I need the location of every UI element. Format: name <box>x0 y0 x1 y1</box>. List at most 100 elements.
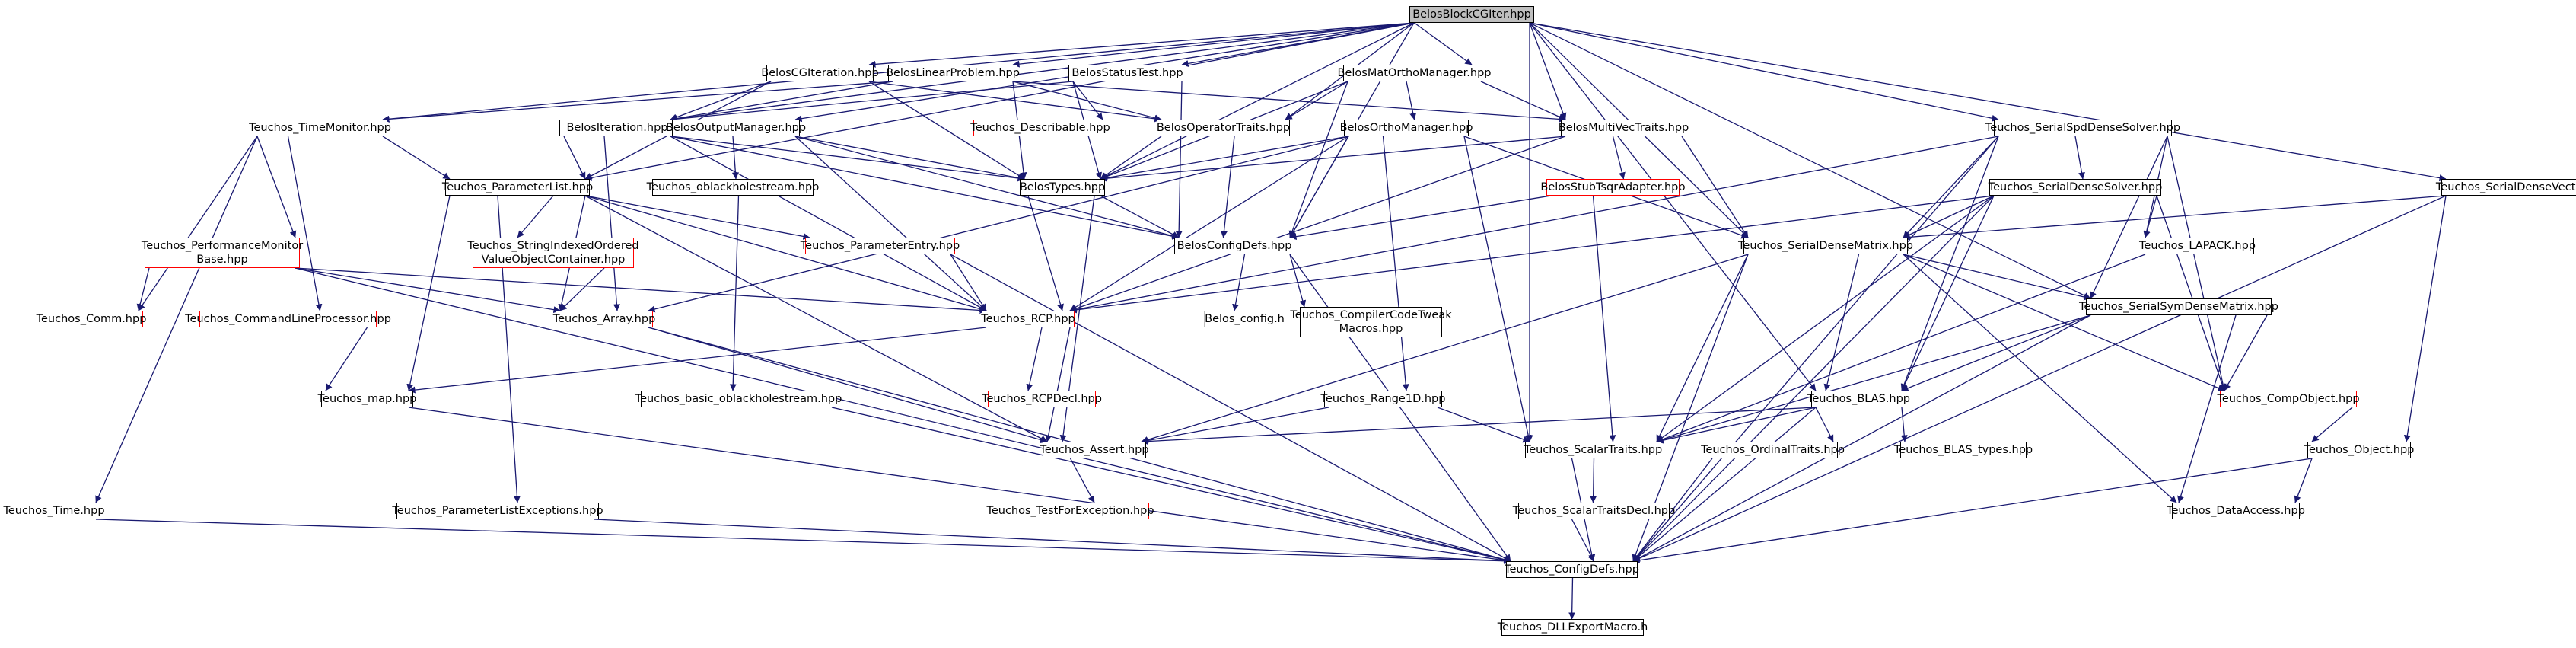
edge-root-to-cgiter <box>868 22 1415 68</box>
node-optraits[interactable]: BelosOperatorTraits.hpp <box>1157 120 1290 136</box>
node-paramentry[interactable]: Teuchos_ParameterEntry.hpp <box>801 238 960 254</box>
node-plexcept[interactable]: Teuchos_ParameterListExceptions.hpp <box>392 503 603 519</box>
edge-orthoman-to-rcp <box>1069 136 1349 311</box>
node-configdefs-t[interactable]: Teuchos_ConfigDefs.hpp <box>1505 561 1639 578</box>
edge-perfmon-to-comm <box>136 267 150 311</box>
edge-blas-to-blastypes <box>1900 407 1908 442</box>
edge-symdense-to-scalartraits <box>1656 314 2091 443</box>
node-cmdline[interactable]: Teuchos_CommandLineProcessor.hpp <box>185 311 391 327</box>
edge-stattest-to-iter <box>670 81 1074 123</box>
node-dsolver[interactable]: Teuchos_SerialDenseSolver.hpp <box>1989 179 2162 196</box>
edge-spdsolver-to-blas <box>1900 136 1999 391</box>
node-dvector[interactable]: Teuchos_SerialDenseVector.hpp <box>2436 179 2576 196</box>
node-range1d[interactable]: Teuchos_Range1D.hpp <box>1321 391 1445 407</box>
node-comm[interactable]: Teuchos_Comm.hpp <box>37 311 146 327</box>
edge-oblackstream-to-basicoblack <box>729 195 740 391</box>
edge-optraits-to-configdefs-b <box>1220 136 1235 238</box>
edge-linprob-to-mvtraits <box>1012 81 1566 123</box>
edge-types-to-configdefs-b <box>1100 195 1180 238</box>
node-spdsolver[interactable]: Teuchos_SerialSpdDenseSolver.hpp <box>1985 120 2180 136</box>
node-configdefs-b[interactable]: BelosConfigDefs.hpp <box>1174 238 1294 254</box>
edge-mvtraits-to-types <box>1100 136 1566 182</box>
edge-dmatrix-to-asrt <box>1141 254 1749 443</box>
node-dmatrix[interactable]: Teuchos_SerialDenseMatrix.hpp <box>1738 238 1913 254</box>
node-blas[interactable]: Teuchos_BLAS.hpp <box>1807 391 1910 407</box>
node-ordinaltraits[interactable]: Teuchos_OrdinalTraits.hpp <box>1701 442 1845 458</box>
edge-object-to-dataaccess <box>2294 458 2313 503</box>
node-basicoblack[interactable]: Teuchos_basic_oblackholestream.hpp <box>635 391 842 407</box>
edge-blas-to-configdefs-t <box>1632 407 1817 562</box>
edge-plist-to-paramentry <box>584 195 810 240</box>
node-cgiter[interactable]: BelosCGIteration.hpp <box>761 65 879 81</box>
node-symdense[interactable]: Teuchos_SerialSymDenseMatrix.hpp <box>2079 298 2278 315</box>
edge-orthoman-to-types <box>1100 136 1349 181</box>
node-mvtraits[interactable]: BelosMultiVecTraits.hpp <box>1559 120 1689 136</box>
node-strindexed[interactable]: Teuchos_StringIndexedOrdered ValueObject… <box>467 238 639 268</box>
edge-timemon-to-perfmon <box>256 136 297 238</box>
edge-cgiter-to-iter <box>670 81 772 121</box>
edge-symdense-to-compobj <box>2224 314 2268 391</box>
node-describ[interactable]: Teuchos_Describable.hpp <box>970 120 1110 136</box>
node-stattest[interactable]: BelosStatusTest.hpp <box>1068 65 1186 81</box>
node-dataaccess[interactable]: Teuchos_DataAccess.hpp <box>2167 503 2305 519</box>
edge-iter-to-types <box>670 136 1025 182</box>
node-matortho[interactable]: BelosMatOrthoManager.hpp <box>1338 65 1491 81</box>
edge-dsolver-to-compobj <box>2156 195 2226 391</box>
node-oblackstream[interactable]: Teuchos_oblackholestream.hpp <box>647 179 819 196</box>
edge-symdense-to-blas <box>1901 314 2091 392</box>
node-rcp[interactable]: Teuchos_RCP.hpp <box>981 311 1075 327</box>
node-stubtsqr[interactable]: BelosStubTsqrAdapter.hpp <box>1540 179 1686 196</box>
node-dllexport[interactable]: Teuchos_DLLExportMacro.h <box>1498 619 1648 636</box>
node-linprob[interactable]: BelosLinearProblem.hpp <box>886 65 1020 81</box>
node-rcpdecl[interactable]: Teuchos_RCPDecl.hpp <box>982 391 1102 407</box>
edge-time-to-configdefs-t <box>95 519 1511 565</box>
edge-root-to-blas <box>1529 22 1817 391</box>
edge-outman-to-oblackstream <box>731 136 739 180</box>
node-object[interactable]: Teuchos_Object.hpp <box>2304 442 2414 458</box>
edge-dmatrix-to-symdense <box>1903 254 2091 301</box>
edge-symdense-to-configdefs-t <box>1632 314 2091 562</box>
node-lapack[interactable]: Teuchos_LAPACK.hpp <box>2139 238 2256 254</box>
edge-root-to-plist <box>584 22 1415 181</box>
node-scalartraitsdecl[interactable]: Teuchos_ScalarTraitsDecl.hpp <box>1513 503 1675 519</box>
node-orthoman[interactable]: BelosOrthoManager.hpp <box>1340 120 1473 136</box>
edge-mvtraits-to-rcp <box>1069 136 1566 312</box>
node-time[interactable]: Teuchos_Time.hpp <box>3 503 105 519</box>
edge-outman-to-types <box>794 136 1025 181</box>
node-outman[interactable]: BelosOutputManager.hpp <box>666 120 806 136</box>
edge-orthoman-to-range1d <box>1382 136 1409 391</box>
edge-dsolver-to-scalartraits <box>1656 195 1995 442</box>
edge-paramentry-to-rcp <box>950 254 987 311</box>
edge-blas-to-asrt <box>1141 407 1817 445</box>
edge-root-to-linprob <box>1012 22 1415 68</box>
edge-linprob-to-iter <box>670 81 893 122</box>
edge-spdsolver-to-compobj <box>2167 136 2227 391</box>
node-ccodetweak[interactable]: Teuchos_CompilerCodeTweak Macros.hpp <box>1290 307 1452 337</box>
node-array[interactable]: Teuchos_Array.hpp <box>553 311 655 327</box>
edge-cgiter-to-types <box>868 81 1025 180</box>
edge-orthoman-to-scalartraits <box>1463 136 1532 442</box>
node-timemon[interactable]: Teuchos_TimeMonitor.hpp <box>249 120 391 136</box>
node-iter[interactable]: BelosIteration.hpp <box>559 120 675 136</box>
node-perfmon[interactable]: Teuchos_PerformanceMonitor Base.hpp <box>142 238 303 268</box>
node-testforexc[interactable]: Teuchos_TestForException.hpp <box>986 503 1154 519</box>
edge-dmatrix-to-scalartraits <box>1656 254 1749 442</box>
node-scalartraits[interactable]: Teuchos_ScalarTraits.hpp <box>1524 442 1662 458</box>
edge-root-to-mvtraits <box>1529 22 1567 120</box>
node-asrt[interactable]: Teuchos_Assert.hpp <box>1040 442 1149 458</box>
edge-array-to-asrt <box>648 327 1048 443</box>
node-map[interactable]: Teuchos_map.hpp <box>318 391 416 407</box>
node-types[interactable]: BelosTypes.hpp <box>1020 179 1105 196</box>
edge-symdense-to-dataaccess <box>2177 314 2237 503</box>
edge-blas-to-ordinaltraits <box>1815 407 1834 442</box>
node-compobj[interactable]: Teuchos_CompObject.hpp <box>2217 391 2360 407</box>
edge-iter-to-rcp <box>670 136 987 311</box>
edge-iter-to-array <box>603 136 620 311</box>
edge-outman-to-rcp <box>794 136 987 311</box>
edge-timemon-to-time <box>95 136 258 503</box>
node-blastypes[interactable]: Teuchos_BLAS_types.hpp <box>1894 442 2033 458</box>
node-plist[interactable]: Teuchos_ParameterList.hpp <box>442 179 593 196</box>
edge-mvtraits-to-stubtsqr <box>1612 136 1626 180</box>
node-belosconfig[interactable]: Belos_config.h <box>1204 311 1285 327</box>
edge-root-to-spdsolver <box>1529 22 1999 122</box>
